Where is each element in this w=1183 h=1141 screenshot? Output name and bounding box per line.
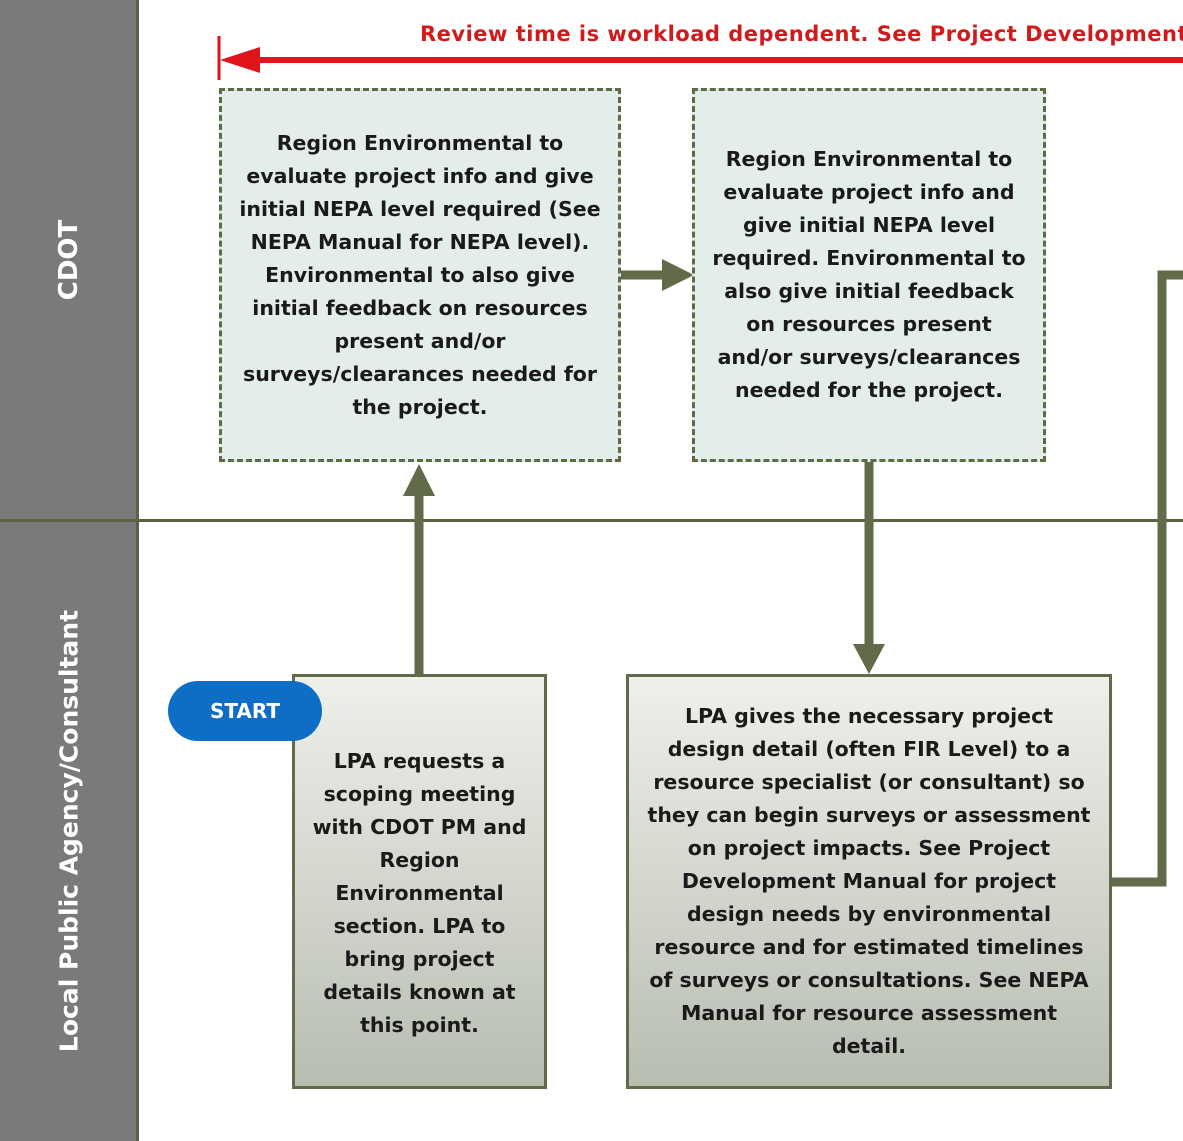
- arrowhead-down: [853, 644, 885, 674]
- lane-label-cdot: CDOT: [0, 0, 138, 520]
- review-arrow-head: [220, 47, 260, 73]
- lane-label-lpa: Local Public Agency/Consultant: [0, 521, 138, 1141]
- process-box-text: LPA gives the necessary project design d…: [647, 704, 1091, 1058]
- start-label: START: [209, 699, 281, 723]
- lane-divider-horizontal: [0, 519, 1183, 522]
- flow-lines: [414, 270, 1183, 887]
- review-time-note: Review time is workload dependent. See P…: [420, 22, 1183, 46]
- process-box-text: LPA requests a scoping meeting with CDOT…: [312, 749, 527, 1037]
- process-box-region-environmental-followup: Region Environmental to evaluate project…: [692, 88, 1046, 462]
- arrowhead-up: [403, 464, 435, 496]
- arrowhead-right: [662, 259, 694, 291]
- process-box-text: Region Environmental to evaluate project…: [239, 130, 601, 419]
- process-box-text: Region Environmental to evaluate project…: [712, 147, 1026, 402]
- process-box-region-environmental-initial: Region Environmental to evaluate project…: [219, 88, 621, 462]
- flow-design-continues: [1112, 270, 1183, 887]
- start-terminator: START: [168, 681, 322, 741]
- flow-arrowheads: [403, 259, 885, 674]
- review-time-arrow: [217, 36, 1183, 80]
- lane-divider-vertical: [136, 0, 139, 1141]
- process-box-lpa-design-detail: LPA gives the necessary project design d…: [626, 674, 1112, 1089]
- process-box-lpa-scoping-request: LPA requests a scoping meeting with CDOT…: [292, 674, 547, 1089]
